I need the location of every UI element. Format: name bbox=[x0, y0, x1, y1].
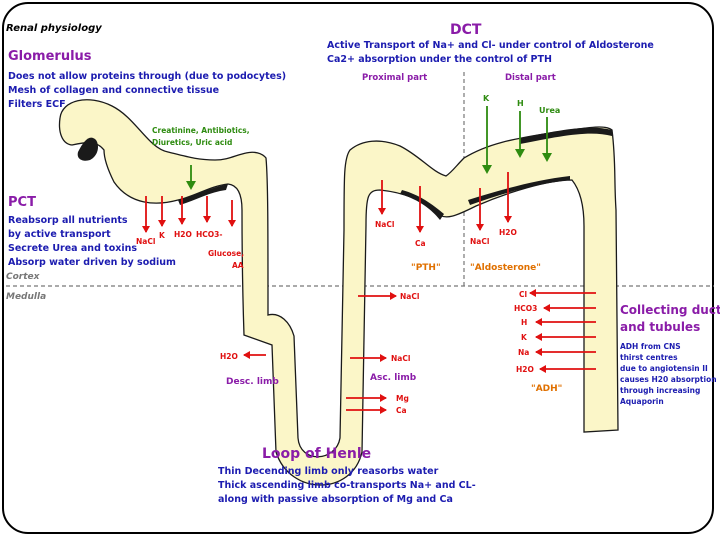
cd-na-label: Na bbox=[518, 348, 529, 357]
medulla-label: Medulla bbox=[6, 292, 46, 302]
collecting-duct-line: Aquaporin bbox=[620, 397, 664, 406]
dct-line: Ca2+ absorption under the control of PTH bbox=[327, 54, 552, 65]
loop-title: Loop of Henle bbox=[262, 446, 371, 462]
asc-limb-ca-label: Ca bbox=[396, 406, 407, 415]
collecting-duct-line: through increasing bbox=[620, 386, 700, 395]
cortex-label: Cortex bbox=[6, 272, 41, 282]
secretion-urea-label: Urea bbox=[539, 106, 560, 115]
slide-frame bbox=[2, 2, 714, 534]
collecting-duct-title: Collecting duct bbox=[620, 303, 720, 317]
pct-nacl-label: NaCl bbox=[136, 237, 155, 246]
asc-limb-nacl-label-2: NaCl bbox=[391, 354, 410, 363]
collecting-duct-line: causes H20 absorption bbox=[620, 375, 717, 384]
dct-proximal-ca-label: Ca bbox=[415, 239, 426, 248]
pct-secretion-label: Diuretics, Uric acid bbox=[152, 138, 232, 147]
pct-shadow bbox=[178, 184, 228, 205]
collecting-duct-line: ADH from CNS bbox=[620, 342, 681, 351]
dct-distal-shadow bbox=[468, 176, 570, 205]
slide-title: Renal physiology bbox=[6, 23, 102, 34]
dct-title: DCT bbox=[450, 22, 482, 38]
pth-label: "PTH" bbox=[411, 263, 441, 273]
dct-distal-nacl-label: NaCl bbox=[470, 237, 489, 246]
aldosterone-label: "Aldosterone" bbox=[470, 263, 541, 273]
pct-line: Secrete Urea and toxins bbox=[8, 243, 137, 254]
collecting-duct-line: thirst centres bbox=[620, 353, 678, 362]
desc-limb-label: Desc. limb bbox=[226, 377, 279, 387]
glomerulus-line: Mesh of collagen and connective tissue bbox=[8, 85, 219, 96]
adh-label: "ADH" bbox=[531, 384, 562, 394]
dct-proximal-nacl-label: NaCl bbox=[375, 220, 394, 229]
collecting-duct-line: due to angiotensin II bbox=[620, 364, 708, 373]
pct-line: Absorp water driven by sodium bbox=[8, 257, 176, 268]
cd-hco3-label: HCO3 bbox=[514, 304, 537, 313]
pct-k-label: K bbox=[159, 231, 166, 240]
dct-top-shadow bbox=[520, 127, 612, 144]
pct-title: PCT bbox=[8, 195, 36, 210]
glomerulus-line: Does not allow proteins through (due to … bbox=[8, 71, 286, 82]
pct-hco3-label: HCO3- bbox=[196, 230, 223, 239]
cd-h-label: H bbox=[521, 318, 527, 327]
cd-cl-label: Cl bbox=[519, 290, 527, 299]
cd-k-label: K bbox=[521, 333, 528, 342]
glomerulus-capillary-icon bbox=[77, 137, 98, 161]
loop-line: Thick ascending limb co-transports Na+ a… bbox=[218, 480, 476, 491]
nephron-tubule bbox=[58, 99, 619, 486]
loop-line: along with passive absorption of Mg and … bbox=[218, 494, 453, 505]
loop-line: Thin Decending limb only reasorbs water bbox=[218, 466, 439, 477]
pct-h2o-label: H2O bbox=[174, 230, 192, 239]
dct-distal-label: Distal part bbox=[505, 73, 556, 83]
pct-secretion-label: Creatinine, Antibiotics, bbox=[152, 126, 250, 135]
dct-line: Active Transport of Na+ and Cl- under co… bbox=[327, 40, 654, 51]
secretion-h-label: H bbox=[517, 99, 524, 108]
pct-line: by active transport bbox=[8, 229, 111, 240]
glomerulus-title: Glomerulus bbox=[8, 49, 92, 64]
collecting-duct-title: and tubules bbox=[620, 320, 700, 334]
asc-limb-label: Asc. limb bbox=[370, 373, 417, 383]
desc-limb-h2o-label: H2O bbox=[220, 352, 238, 361]
dct-proximal-label: Proximal part bbox=[362, 73, 427, 83]
dct-distal-h2o-label: H2O bbox=[499, 228, 517, 237]
asc-limb-mg-label: Mg bbox=[396, 394, 409, 403]
pct-line: Reabsorp all nutrients bbox=[8, 215, 128, 226]
cd-h2o-label: H2O bbox=[516, 365, 534, 374]
pct-glucose-label: Glucose, bbox=[208, 249, 244, 258]
pct-aa-label: AA bbox=[232, 261, 244, 270]
dct-proximal-shadow bbox=[400, 190, 444, 220]
glomerulus-line: Filters ECF bbox=[8, 99, 66, 110]
asc-limb-nacl-label-1: NaCl bbox=[400, 292, 419, 301]
secretion-k-label: K bbox=[483, 94, 490, 103]
